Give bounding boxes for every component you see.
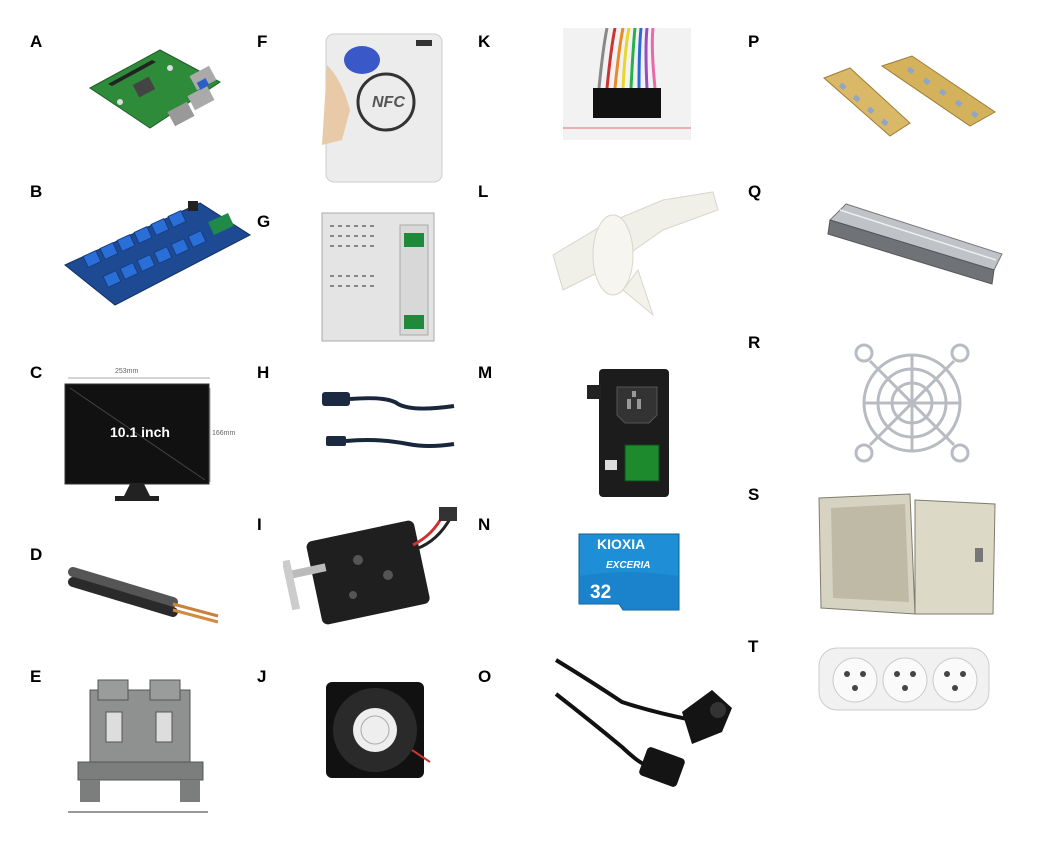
hdmi-cable-icon [318, 378, 458, 458]
monitor-width-dimension: 253mm [115, 368, 139, 375]
monitor-icon [60, 368, 250, 508]
metal-enclosure-icon [815, 490, 1003, 618]
label-r: R [748, 333, 761, 352]
electric-lock-icon [283, 505, 468, 630]
din-terminal-block-icon [68, 672, 213, 817]
label-o: O [478, 667, 492, 686]
cable-tie-mount-icon [543, 180, 723, 320]
triple-socket-icon [815, 640, 995, 720]
label-g: G [257, 212, 271, 231]
label-k: K [478, 32, 491, 51]
monitor-height-dimension: 166mm [212, 430, 236, 437]
label-n: N [478, 515, 491, 534]
label-f: F [257, 32, 268, 51]
label-s: S [748, 485, 760, 504]
cooling-fan-icon [322, 680, 432, 780]
label-p: P [748, 32, 760, 51]
microsd-brand: KIOXIA [597, 536, 646, 552]
fan-guard-icon [850, 333, 975, 473]
label-e: E [30, 667, 42, 686]
raspberry-pi-board-icon [80, 40, 230, 135]
two-core-cable-icon [68, 560, 228, 630]
microsd-series: EXCERIA [606, 560, 651, 571]
relay-module-icon [60, 195, 255, 320]
microsd-capacity: 32 [590, 582, 612, 603]
nfc-reader-icon [322, 20, 452, 185]
nfc-logo-text: NFC [372, 94, 405, 111]
ribbon-jumper-cable-icon [563, 28, 691, 140]
label-d: D [30, 545, 43, 564]
label-i: I [257, 515, 262, 534]
label-q: Q [748, 182, 762, 201]
din-power-supply-icon [316, 205, 441, 345]
microsd-card-icon [575, 530, 685, 615]
label-b: B [30, 182, 43, 201]
label-l: L [478, 182, 489, 201]
label-a: A [30, 32, 43, 51]
label-m: M [478, 363, 493, 382]
label-c: C [30, 363, 43, 382]
label-j: J [257, 667, 267, 686]
label-h: H [257, 363, 270, 382]
iec-inlet-switch-icon [585, 365, 675, 500]
monitor-screen-label: 10.1 inch [110, 424, 170, 440]
din-rail-icon [826, 200, 1004, 295]
bridge-jumpers-icon [820, 48, 1000, 138]
label-t: T [748, 637, 759, 656]
power-cord-icon [552, 652, 737, 797]
